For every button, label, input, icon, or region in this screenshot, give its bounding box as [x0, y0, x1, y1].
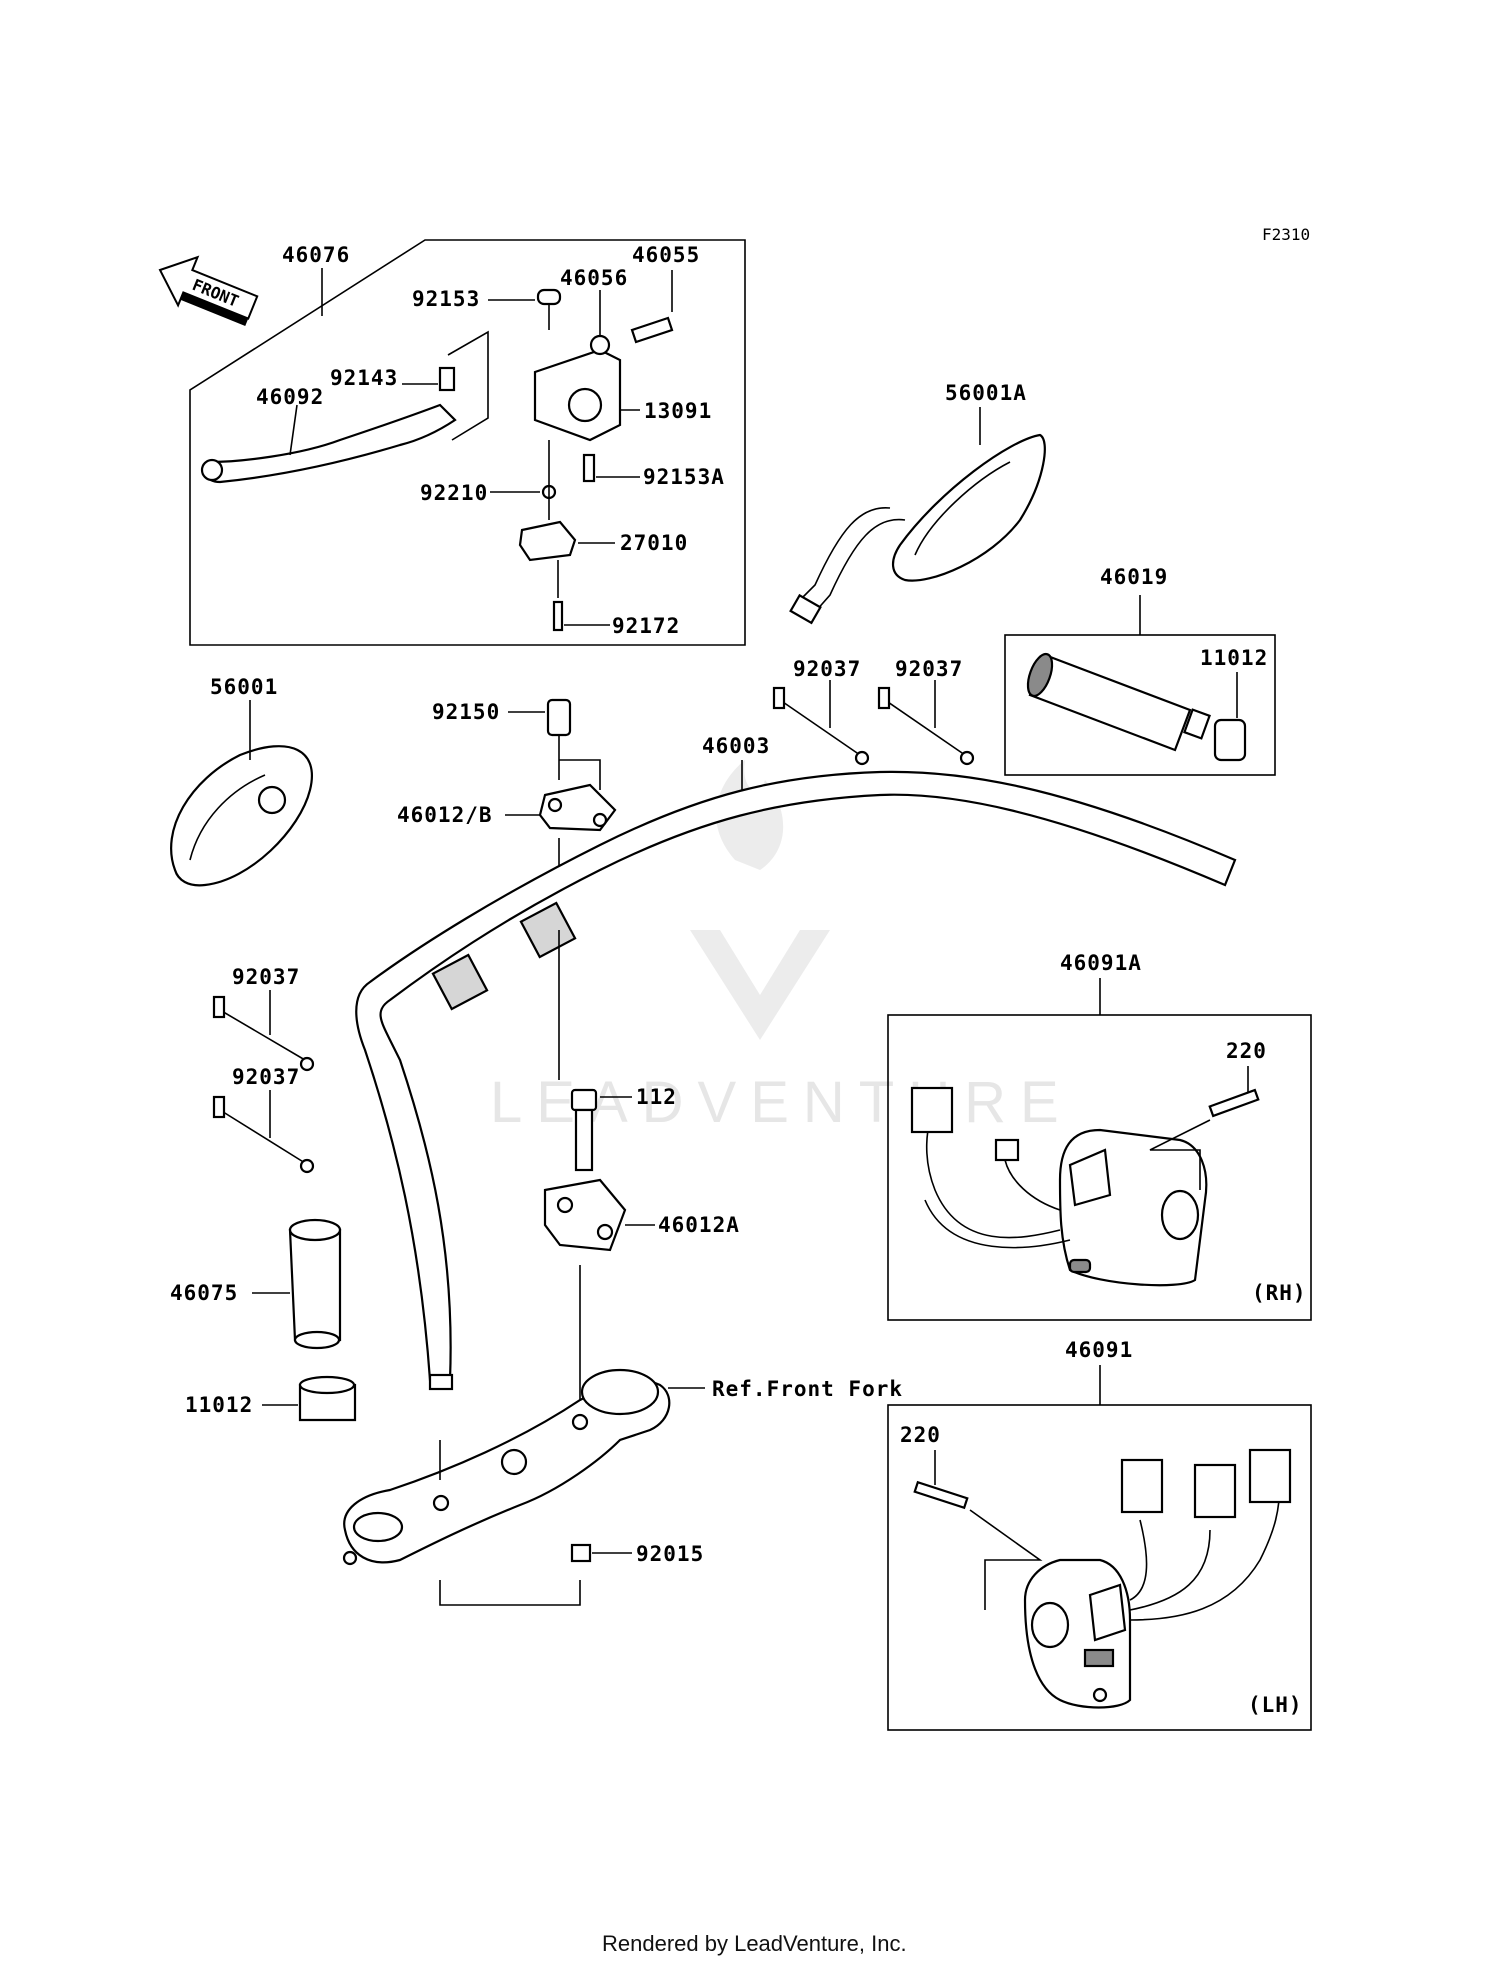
- adjuster: [589, 334, 611, 356]
- screw-220-lh: [913, 1480, 969, 1510]
- label-92143: 92143: [330, 366, 398, 390]
- bolt-112: [574, 1108, 594, 1172]
- label-46091: 46091: [1065, 1338, 1133, 1362]
- label-ref-front-fork: Ref.Front Fork: [712, 1377, 903, 1401]
- label-rh: (RH): [1252, 1281, 1307, 1305]
- lever-assembly-box: [189, 239, 746, 646]
- grip-end-cap-right: [1213, 718, 1247, 762]
- clip-left-c: 92037: [212, 965, 315, 1072]
- pivot-bush: [438, 366, 456, 392]
- brake-lever: [203, 403, 457, 484]
- mirror-right: [892, 433, 1046, 582]
- adjuster-screw: [630, 316, 674, 344]
- label-220-lh: 220: [900, 1423, 941, 1447]
- mirror-left-group: 56001: [170, 675, 313, 887]
- upper-clamp-group: 92150 46012/B: [397, 698, 617, 880]
- label-92037-b: 92037: [895, 657, 963, 681]
- label-11012-top: 11012: [1200, 646, 1268, 670]
- diagram-code: F2310: [1262, 225, 1310, 244]
- lever-assembly-group: 46076 46092 92143 13091 92153 46056 4605…: [189, 239, 746, 646]
- mirror-right-group: 56001A: [789, 381, 1046, 625]
- label-46091A: 46091A: [1060, 951, 1142, 975]
- label-56001A: 56001A: [945, 381, 1027, 405]
- label-92037-a: 92037: [793, 657, 861, 681]
- label-220-rh: 220: [1226, 1039, 1267, 1063]
- label-112: 112: [636, 1085, 677, 1109]
- handlebar: [355, 770, 1237, 1382]
- label-46019: 46019: [1100, 565, 1168, 589]
- label-92015: 92015: [636, 1542, 704, 1566]
- label-92172: 92172: [612, 614, 680, 638]
- brake-switch: [518, 520, 577, 562]
- footer-credit: Rendered by LeadVenture, Inc.: [602, 1931, 907, 1956]
- label-92210: 92210: [420, 481, 488, 505]
- connector-rh-a: [910, 1086, 954, 1134]
- lower-holder-group: 112 46012A: [543, 930, 740, 1400]
- label-11012-bottom: 11012: [185, 1393, 253, 1417]
- lower-holder: [543, 1178, 627, 1252]
- label-92037-d: 92037: [232, 1065, 300, 1089]
- connector-lh-b: [1193, 1463, 1237, 1519]
- label-27010: 27010: [620, 531, 688, 555]
- label-92153: 92153: [412, 287, 480, 311]
- grip-left-group: 46075 11012: [170, 1218, 357, 1422]
- clip-left-d: 92037: [212, 1065, 315, 1174]
- triple-clamp-group: Ref.Front Fork 92015: [342, 1368, 903, 1606]
- clip-top-a: 92037: [772, 657, 870, 766]
- label-46012B: 46012/B: [397, 803, 493, 827]
- label-46076: 46076: [282, 243, 350, 267]
- label-46056: 46056: [560, 266, 628, 290]
- label-92153A: 92153A: [643, 465, 725, 489]
- label-92037-c: 92037: [232, 965, 300, 989]
- label-56001: 56001: [210, 675, 278, 699]
- label-46012A: 46012A: [658, 1213, 740, 1237]
- handlebar-group: 46003: [355, 734, 1237, 1391]
- grip-right-group: 46019 11012: [1004, 565, 1276, 776]
- connector-lh-a: [1120, 1458, 1164, 1514]
- label-46003: 46003: [702, 734, 770, 758]
- clamp-bolt-92150: [546, 698, 572, 737]
- label-13091: 13091: [644, 399, 712, 423]
- switch-rh-group: 46091A 220 (RH): [887, 951, 1312, 1321]
- screw-220-rh: [1208, 1088, 1260, 1118]
- grip-right: [1028, 653, 1192, 752]
- connector-lh-c: [1248, 1448, 1292, 1504]
- label-46055: 46055: [632, 243, 700, 267]
- mirror-left: [170, 745, 313, 887]
- label-46075: 46075: [170, 1281, 238, 1305]
- grip-left: [288, 1228, 342, 1342]
- label-46092: 46092: [256, 385, 324, 409]
- switch-lh-group: 46091 220 (LH): [887, 1338, 1312, 1731]
- front-arrow: FRONT: [158, 255, 259, 327]
- clip-top-b: 92037: [877, 657, 975, 766]
- label-92150: 92150: [432, 700, 500, 724]
- label-lh: (LH): [1248, 1693, 1303, 1717]
